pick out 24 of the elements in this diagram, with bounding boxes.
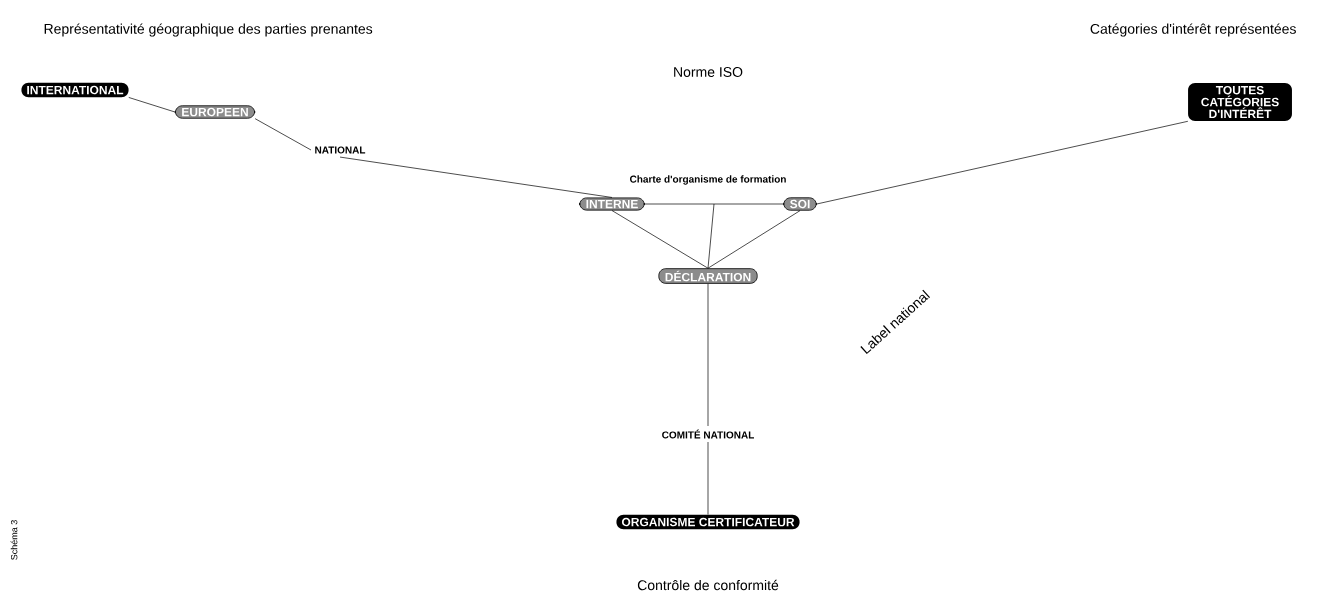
level-label: Norme ISO [674,67,743,77]
level-label: Charte d'organisme de formation [630,175,786,185]
heading: Représentativité géographique des parties prenantes [44,23,373,37]
connector-line [816,120,1189,205]
level-box: EUROPEEN [174,105,256,119]
connector-line [339,156,613,198]
connector-line [128,97,176,113]
connector-line [644,203,784,205]
level-text: COMITÉ NATIONAL [662,429,754,439]
connector-line [707,283,709,427]
connector-line [707,441,709,515]
level-text: NATIONAL [315,146,366,154]
connector-line [707,210,801,269]
level-box: INTERNE [579,197,645,211]
connector-line [611,210,709,269]
level-box: SOI [783,197,817,211]
level-box: INTERNATIONAL [21,82,129,98]
level-box: TOUTES CATÉGORIES D'INTÉRÊT [1188,82,1292,122]
heading: Catégories d'intérêt représentées [1090,23,1296,37]
figure-number: Schéma 3 [10,520,18,560]
level-box: ORGANISME CERTIFICATEUR [616,514,800,530]
level-box: DÉCLARATION [658,268,758,284]
connector-line [254,118,312,151]
level-label: Contrôle de conformité [637,579,779,591]
